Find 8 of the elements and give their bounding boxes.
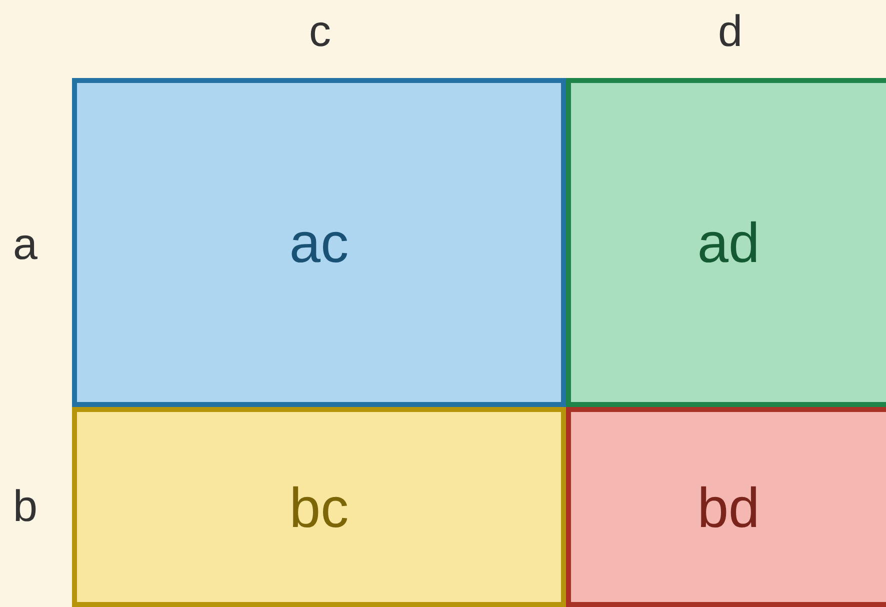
factor-label: d <box>718 10 742 54</box>
area-box: bc <box>72 407 566 607</box>
factor-label: b <box>13 485 38 529</box>
area-box: ac <box>72 78 566 407</box>
area-box: bd <box>566 407 886 607</box>
factor-label: a <box>13 223 38 267</box>
area-box: ad <box>566 78 886 407</box>
factor-label: c <box>309 10 331 54</box>
